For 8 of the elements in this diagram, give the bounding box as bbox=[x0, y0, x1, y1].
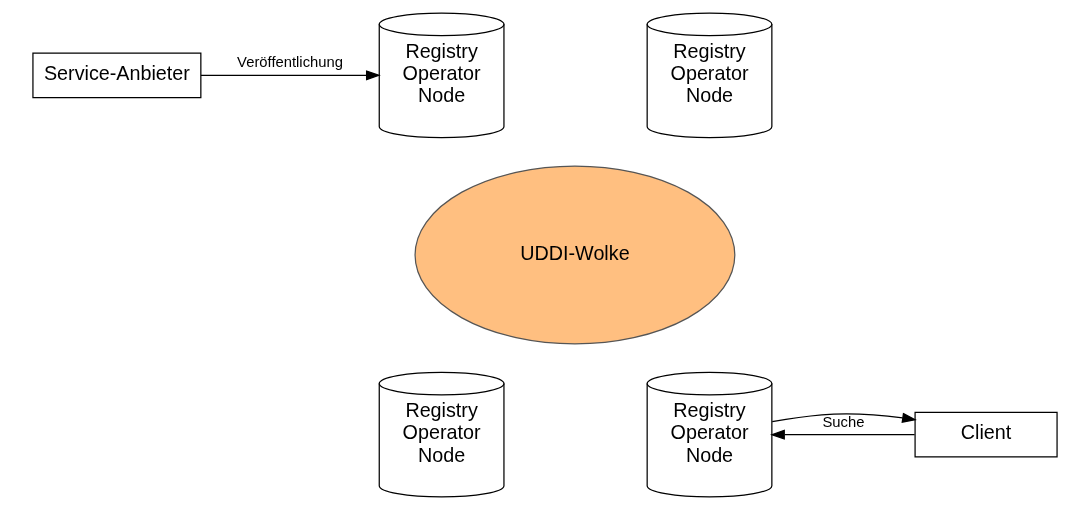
node-box: Client bbox=[913, 411, 1058, 458]
edge-label: Veröffentlichung bbox=[236, 54, 343, 71]
arrow bbox=[199, 70, 381, 81]
node-box: Service-Anbieter bbox=[31, 52, 201, 99]
arrow bbox=[771, 412, 917, 423]
edge-label: Suche bbox=[821, 413, 864, 430]
arrow bbox=[769, 429, 915, 440]
node-ellipse: UDDI-Wolke bbox=[413, 165, 735, 345]
